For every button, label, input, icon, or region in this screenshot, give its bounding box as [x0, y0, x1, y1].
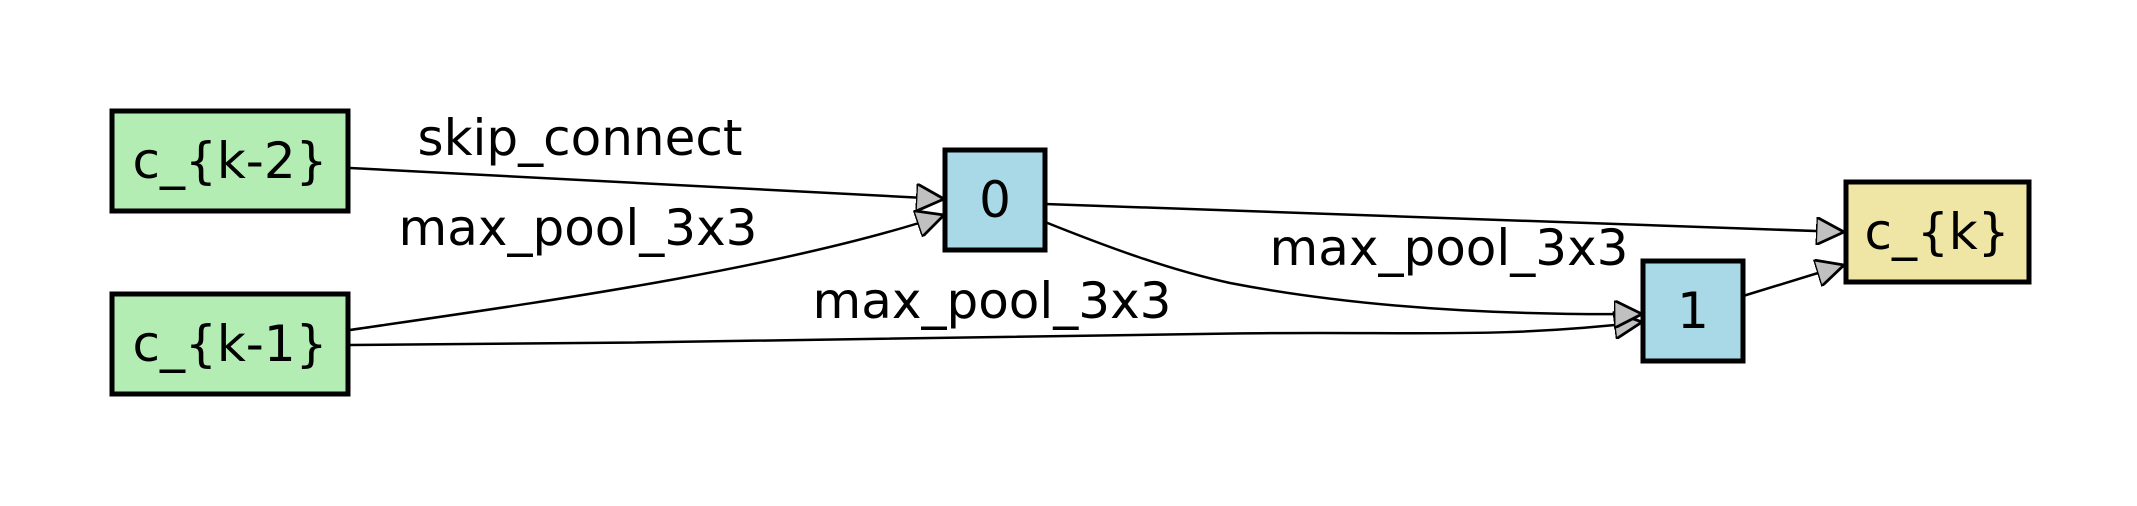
node-c-k[interactable]: c_{k} [1843, 179, 2032, 285]
node-box [1640, 258, 1746, 364]
node-0[interactable]: 0 [942, 147, 1048, 253]
edge-0-to-ck [1044, 202, 1844, 232]
edge-0-to-1 [1044, 220, 1642, 314]
node-1[interactable]: 1 [1640, 258, 1746, 364]
node-label: 1 [1677, 282, 1709, 340]
edge-label-pool-ckm1-1: max_pool_3x3 [813, 272, 1172, 330]
node-label: 0 [979, 171, 1011, 229]
node-box [109, 108, 351, 214]
edges [349, 166, 1844, 347]
edge-label-skip-connect: skip_connect [418, 109, 743, 167]
edge-ckm1-to-0 [349, 215, 944, 332]
node-label: c_{k-1} [133, 315, 328, 373]
node-box [1843, 179, 2032, 285]
edge-ckm1-to-1 [349, 322, 1642, 347]
edge-label-pool-ckm1-0: max_pool_3x3 [399, 199, 758, 257]
node-box [109, 291, 351, 397]
node-c-k-1[interactable]: c_{k-1} [109, 291, 351, 397]
node-c-k-2[interactable]: c_{k-2} [109, 108, 351, 214]
edge-ckm2-to-0 [349, 166, 944, 199]
node-box [942, 147, 1048, 253]
node-label: c_{k} [1864, 203, 2009, 261]
node-label: c_{k-2} [133, 132, 328, 190]
edge-label-pool-0-1: max_pool_3x3 [1270, 219, 1629, 277]
edge-1-to-ck [1742, 265, 1844, 298]
